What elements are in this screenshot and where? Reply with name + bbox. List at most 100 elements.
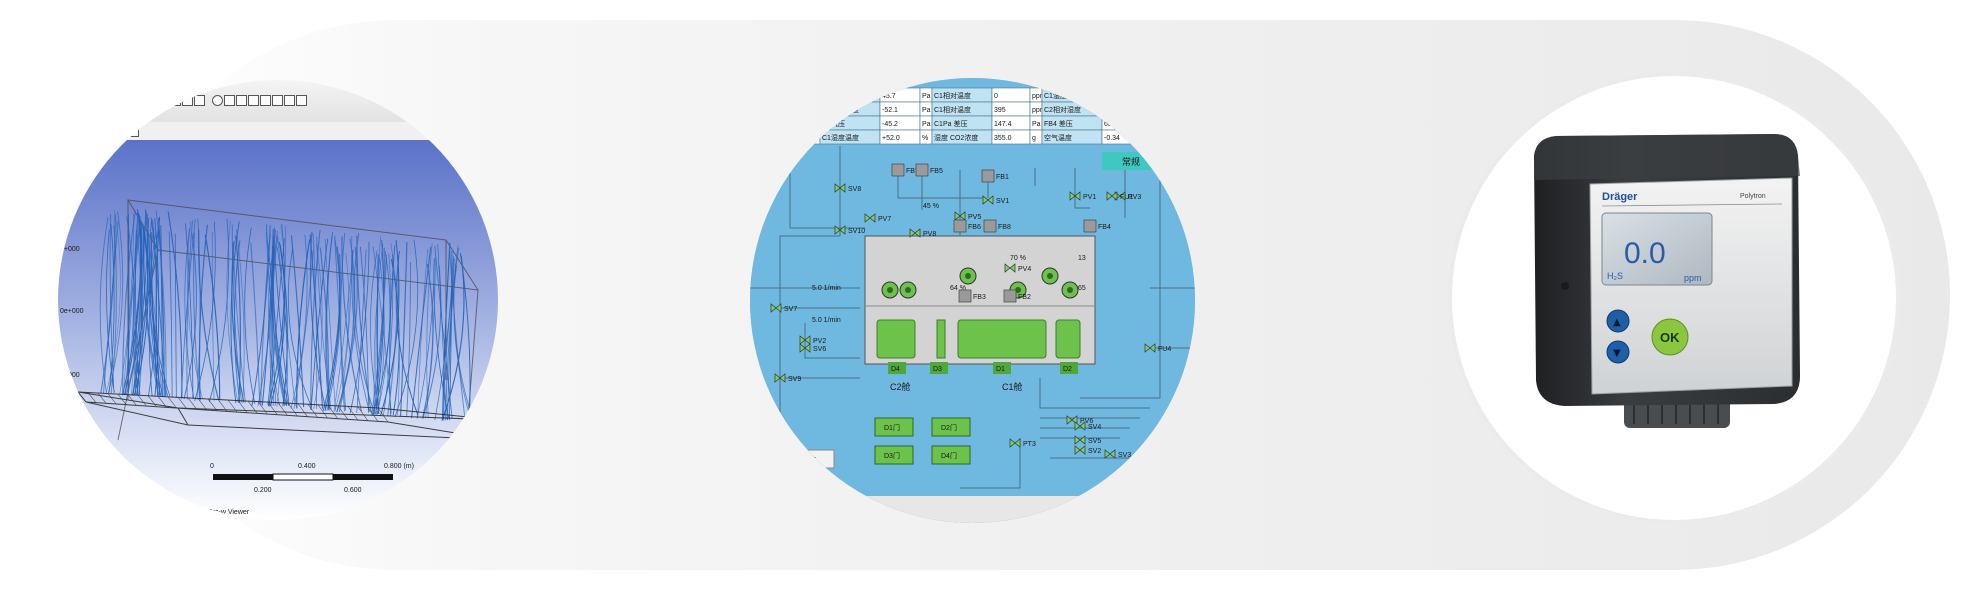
table-cell-text: 355.0 [994, 135, 1012, 142]
table-cell-text: +52.0 [882, 135, 900, 142]
valve-label: PV1 [1083, 194, 1096, 201]
valve-icon[interactable] [774, 373, 786, 383]
streamline [293, 250, 314, 409]
fan-unit-icon[interactable] [891, 163, 905, 177]
streamline [269, 234, 278, 406]
status-button[interactable]: 常规 [1122, 156, 1140, 167]
chamber-d2[interactable] [1055, 319, 1081, 359]
valve-icon[interactable] [834, 183, 846, 193]
up-button[interactable] [1606, 309, 1630, 333]
valve-icon[interactable] [909, 228, 921, 238]
table-cell-text: ppm [1032, 107, 1046, 114]
valve-icon[interactable] [799, 335, 811, 345]
fan-label: FB1 [996, 174, 1009, 181]
fan-unit-icon[interactable] [1083, 219, 1097, 233]
toolbar-button-4[interactable] [212, 95, 223, 106]
valve-icon[interactable] [1074, 445, 1086, 455]
tag-d4-bg [888, 362, 906, 374]
valve-icon[interactable] [1004, 263, 1016, 273]
fan-unit-icon[interactable] [983, 219, 997, 233]
chamber-name-c1: C1舱 [1002, 381, 1023, 392]
scale-tick-minor-2: 0.600 [344, 487, 362, 494]
streamline-viewport[interactable]: 000 e+000 0e+000 e+000 0 0.400 0.800 (m)… [58, 140, 498, 520]
scada-circle[interactable]: 45.0%C1相对湿度45.7PaC1相对温度0ppmC1湿度相对44.2%43… [750, 78, 1195, 523]
floor-grid-line [217, 399, 228, 412]
chamber-d4[interactable] [876, 319, 916, 359]
view-icon[interactable] [128, 126, 139, 137]
valve-icon[interactable] [864, 213, 876, 223]
fan-unit-icon[interactable] [915, 163, 929, 177]
valve-icon[interactable] [770, 303, 782, 313]
table-cell-text: 147.4 [994, 121, 1012, 128]
valve-icon[interactable] [1144, 343, 1156, 353]
valve-icon[interactable] [1074, 435, 1086, 445]
floor-grid-line [197, 398, 208, 411]
valve-icon[interactable] [1069, 191, 1081, 201]
toolbar-button-8[interactable] [260, 95, 271, 106]
table-cell-text: Pa [922, 107, 931, 114]
toolbar-button-10[interactable] [284, 95, 295, 106]
streamline [266, 224, 286, 406]
down-button[interactable] [1606, 340, 1630, 364]
valve-icon[interactable] [1066, 415, 1078, 425]
floor-grid-line [257, 401, 268, 415]
streamline-viewer-circle[interactable]: 000 e+000 0e+000 e+000 0 0.400 0.800 (m)… [58, 80, 498, 520]
chamber-d1[interactable] [957, 319, 1047, 359]
valve-icon[interactable] [982, 195, 994, 205]
streamline [155, 216, 161, 397]
valve-label: FU1 [1120, 194, 1133, 201]
chamber-fans [881, 267, 1079, 299]
fan-unit-icon[interactable] [1003, 289, 1017, 303]
flow-readout-1: 5.0 1/min [812, 285, 841, 292]
streamline [359, 246, 369, 413]
valve-icon[interactable] [954, 211, 966, 221]
floor-grid-line [307, 404, 318, 418]
valve-icon[interactable] [834, 225, 846, 235]
door-button-d2[interactable] [931, 417, 971, 437]
toolbar-button-6[interactable] [236, 95, 247, 106]
ok-button[interactable] [1651, 318, 1689, 356]
door-label-d1: D1门 [884, 423, 900, 432]
streamline-set [99, 208, 474, 421]
door-button-d1[interactable] [874, 417, 914, 437]
door-button-d3[interactable] [874, 445, 914, 465]
fan-label: FB5 [930, 168, 943, 175]
floor-grid-line [377, 407, 389, 423]
up-arrow-icon: ▲ [1613, 317, 1621, 328]
floor-grid-line [357, 406, 369, 421]
toolbar-button-2[interactable] [182, 95, 193, 106]
toolbar-button-3[interactable] [194, 95, 205, 106]
streamline [400, 242, 408, 417]
side-screw [1561, 282, 1569, 290]
streamline [123, 217, 141, 396]
valve-label: PT3 [1023, 441, 1036, 448]
streamline [276, 247, 288, 406]
streamline [174, 233, 177, 398]
fan-unit-icon[interactable] [953, 219, 967, 233]
sensor-readout-3: 13 [1078, 255, 1086, 262]
fan-unit-icon[interactable] [958, 289, 972, 303]
fan-unit-icon[interactable] [981, 169, 995, 183]
streamline [134, 212, 140, 395]
down-arrow-icon: ▼ [1613, 348, 1621, 359]
toolbar-button-1[interactable] [170, 95, 181, 106]
table-cell-text: Pa [922, 93, 931, 100]
door-button-d4[interactable] [931, 445, 971, 465]
sensor-readout-2: 70 % [1010, 255, 1026, 262]
toolbar-button-9[interactable] [272, 95, 283, 106]
toolbar-button-11[interactable] [296, 95, 307, 106]
streamline [160, 225, 163, 397]
toolbar-button-5[interactable] [224, 95, 235, 106]
toolbar-button-7[interactable] [248, 95, 259, 106]
streamline [127, 213, 130, 395]
gas-detector-circle[interactable]: Dräger Polytron 0.0 H₂S ppm ▲ ▼ OK [1452, 76, 1896, 520]
valve-icon[interactable] [1106, 191, 1118, 201]
valve-icon[interactable] [1009, 438, 1021, 448]
valve-icon[interactable] [1074, 421, 1086, 431]
streamline [324, 246, 341, 411]
fan-label: FB2 [1018, 294, 1031, 301]
axes-icon[interactable] [116, 126, 127, 137]
valve-icon[interactable] [1104, 449, 1116, 459]
